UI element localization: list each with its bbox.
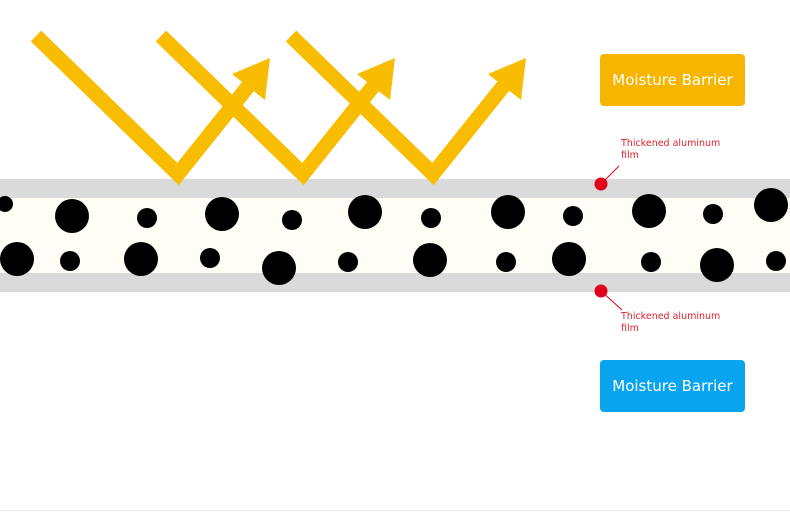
particle <box>338 252 358 272</box>
particle <box>703 204 723 224</box>
particle <box>0 196 13 212</box>
particle <box>55 199 89 233</box>
particle <box>552 242 586 276</box>
arrowhead <box>488 58 526 100</box>
arrowhead <box>357 58 395 100</box>
bottom-film-callout: Thickened aluminum film <box>621 311 721 334</box>
particle <box>491 195 525 229</box>
arrowhead <box>232 58 270 100</box>
particle <box>262 251 296 285</box>
arrow-zigzag-icon <box>30 30 256 186</box>
particle <box>0 242 34 276</box>
particle <box>205 197 239 231</box>
particle <box>282 210 302 230</box>
core-particles <box>0 188 788 285</box>
particle <box>60 251 80 271</box>
moisture-barrier-badge-bottom: Moisture Barrier <box>600 360 745 412</box>
particle <box>496 252 516 272</box>
particle <box>641 252 661 272</box>
top-film-callout: Thickened aluminum film <box>621 138 721 161</box>
particle <box>563 206 583 226</box>
bottom-aluminum-film <box>0 273 790 292</box>
particle <box>348 195 382 229</box>
particle <box>766 251 786 271</box>
particle <box>632 194 666 228</box>
reflection-arrows <box>30 30 526 186</box>
moisture-barrier-badge-top: Moisture Barrier <box>600 54 745 106</box>
particle <box>754 188 788 222</box>
core-layer <box>0 198 790 273</box>
particle <box>124 242 158 276</box>
arrow-zigzag-icon <box>285 30 511 186</box>
particle <box>137 208 157 228</box>
bottom-divider <box>0 510 790 511</box>
top-aluminum-film <box>0 179 790 198</box>
top-callout-marker <box>594 165 620 191</box>
red-dot-marker-icon <box>594 177 608 191</box>
particle <box>421 208 441 228</box>
red-dot-marker-icon <box>594 284 608 298</box>
particle <box>700 248 734 282</box>
particle <box>413 243 447 277</box>
arrow-zigzag-icon <box>155 30 381 186</box>
particle <box>200 248 220 268</box>
bottom-callout-marker <box>594 284 623 311</box>
